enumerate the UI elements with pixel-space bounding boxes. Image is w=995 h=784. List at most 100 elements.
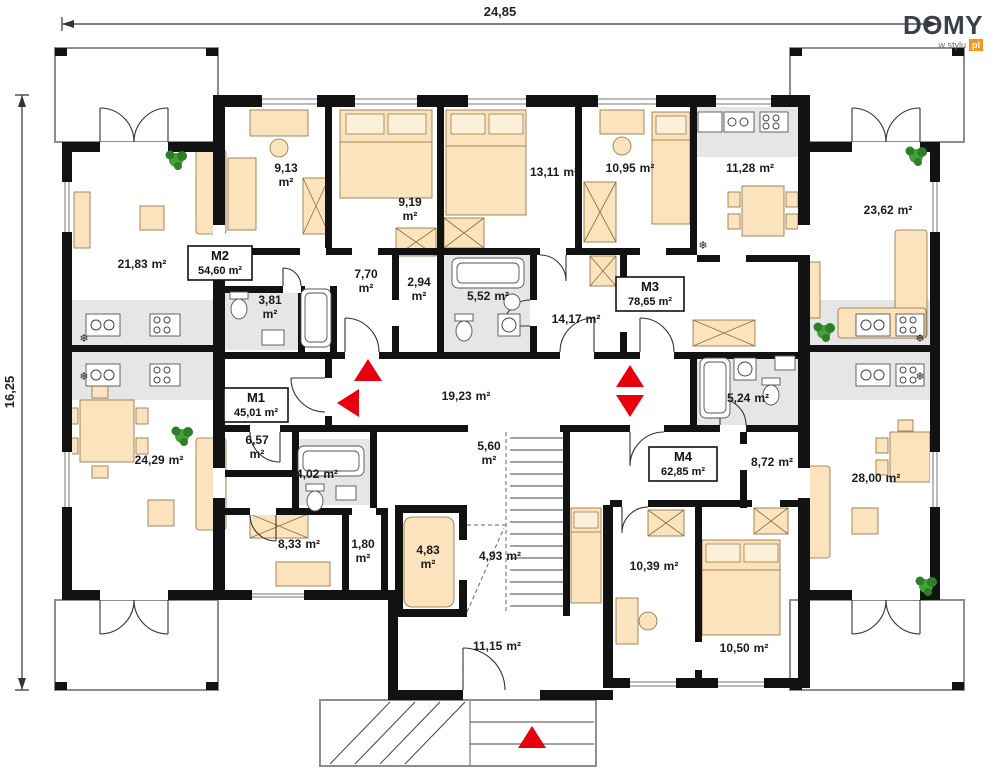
room-area-label: 1,80 — [351, 537, 375, 551]
double-bed — [445, 109, 527, 216]
room-area-unit: m² — [356, 551, 371, 565]
snowflake-icon: ❄ — [698, 240, 707, 252]
logo-wordmark: DOMY — [903, 10, 983, 40]
sink — [774, 355, 796, 371]
apartment-m3-label: M3 78,65 m² — [615, 276, 685, 312]
arrow-up-icon — [354, 359, 382, 381]
room-area-unit: m² — [279, 175, 294, 189]
room-area-label: 9,19 — [398, 195, 422, 209]
furniture-beds — [339, 109, 781, 636]
dimension-left: 16,25 — [2, 94, 29, 691]
apartment-m4-label: M4 62,85 m² — [648, 446, 718, 482]
logo-tld-badge: pl — [969, 39, 983, 52]
sink — [261, 329, 285, 346]
room-area-unit: m² — [263, 307, 278, 321]
double-bed — [339, 109, 433, 199]
sink — [503, 293, 521, 311]
wardrobe — [302, 177, 330, 235]
bathroom-fixtures — [229, 257, 796, 512]
room-area-label: 3,81 — [258, 293, 282, 307]
desk — [249, 109, 309, 158]
wardrobe — [249, 513, 309, 539]
plant-icon — [905, 146, 927, 166]
svg-text:62,85 m²: 62,85 m² — [661, 466, 705, 478]
toilet — [229, 291, 249, 320]
svg-text:45,01 m²: 45,01 m² — [234, 407, 278, 419]
dining-set — [727, 185, 799, 237]
domy-logo: DOMY w stylu pl — [903, 10, 983, 52]
bathtub — [300, 288, 332, 348]
coffee-table — [139, 205, 165, 231]
dining-set — [875, 419, 931, 483]
wardrobe — [692, 319, 756, 347]
toilet — [305, 483, 325, 512]
arrow-down-icon — [616, 395, 644, 417]
bathtub — [699, 357, 731, 419]
dimension-height-label: 16,25 — [2, 376, 17, 409]
room-area-unit: m² — [250, 447, 265, 461]
snowflake-icon: ❄ — [915, 333, 924, 345]
svg-text:M2: M2 — [211, 248, 229, 263]
entrance-porch — [319, 699, 597, 767]
snowflake-icon: ❄ — [915, 371, 924, 383]
room-area-unit: m² — [412, 289, 427, 303]
single-bed — [570, 507, 602, 604]
washing-machine — [497, 313, 521, 337]
room-area-label: 6,57 — [245, 433, 269, 447]
svg-text:78,65 m²: 78,65 m² — [628, 296, 672, 308]
dimension-width-label: 24,85 — [484, 4, 517, 19]
wardrobe — [647, 509, 685, 537]
apartment-m1-label: M1 45,01 m² — [223, 387, 289, 423]
room-area-unit: m² — [403, 209, 418, 223]
windows — [62, 95, 940, 688]
svg-text:M4: M4 — [674, 449, 693, 464]
wardrobe — [583, 181, 617, 243]
snowflake-icon: ❄ — [79, 333, 88, 345]
fridge-symbols: ❄ ❄ ❄ ❄ ❄ — [79, 240, 924, 383]
toilet — [454, 313, 474, 342]
coffee-table — [851, 507, 879, 535]
apartment-m2-label: M2 54,60 m² — [187, 245, 253, 281]
bathtub — [297, 445, 365, 477]
arrow-up-icon — [518, 726, 546, 748]
room-area-label: 9,13 — [274, 161, 298, 175]
room-area-label: 7,70 — [354, 267, 378, 281]
wardrobe — [589, 255, 617, 287]
furniture-tables — [65, 109, 931, 645]
dimension-top: 24,85 — [61, 4, 939, 31]
svg-text:M1: M1 — [247, 390, 265, 405]
wardrobe — [443, 217, 485, 249]
desk — [599, 109, 645, 156]
svg-text:M3: M3 — [641, 279, 659, 294]
wardrobe — [753, 507, 789, 535]
logo-tagline: w stylu — [938, 40, 966, 51]
arrow-up-icon — [616, 365, 644, 387]
room-area-unit: m² — [359, 281, 374, 295]
room-area-label: 4,83 — [416, 543, 440, 557]
room-area-unit: m² — [482, 453, 497, 467]
room-area-label: 5,60 — [477, 439, 501, 453]
snowflake-icon: ❄ — [79, 371, 88, 383]
desk — [615, 597, 658, 645]
washing-machine — [733, 357, 757, 381]
